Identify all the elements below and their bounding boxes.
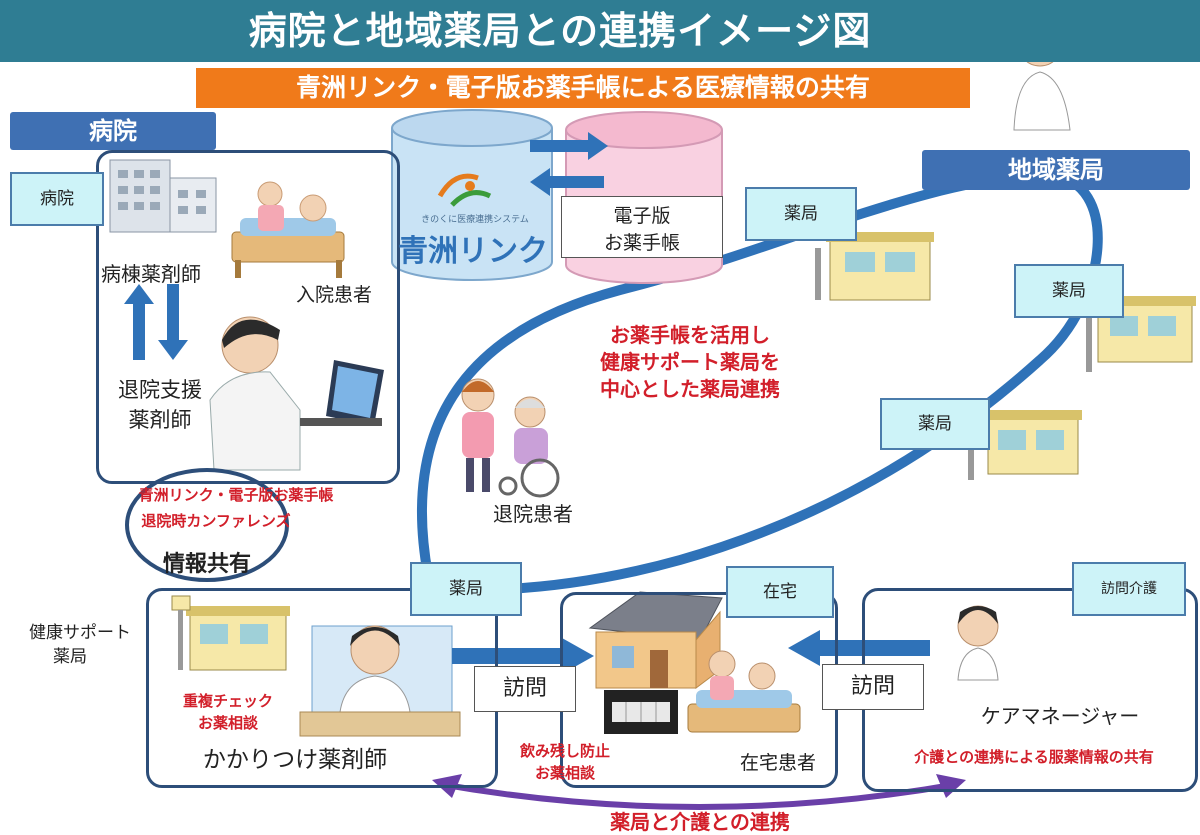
pharmacy-label-3: 薬局	[880, 398, 990, 450]
pharmacy-network-loop	[416, 169, 1103, 595]
leftover-prevention-line2: お薬相談	[534, 764, 595, 782]
pharmacy-building-1	[815, 232, 934, 301]
discharged-patient-label: 退院患者	[493, 502, 573, 526]
pharmacy-label-2: 薬局	[1014, 264, 1124, 318]
info-share-line1: 青洲リンク・電子版お薬手帳	[138, 486, 334, 504]
ward-pharmacist-label: 病棟薬剤師	[101, 262, 201, 286]
care-sharing-label: 介護との連携による服薬情報の共有	[914, 748, 1154, 766]
seishu-link-small-text: きのくに医療連携システム	[421, 215, 529, 225]
home-patient-label: 在宅患者	[739, 752, 816, 774]
e-notebook-line2: お薬手帳	[603, 232, 680, 254]
leftover-prevention-line1: 飲み残し防止	[519, 742, 610, 760]
info-share-ring	[125, 468, 289, 582]
family-pharmacist-label: かかりつけ薬剤師	[202, 747, 388, 773]
center-message: お薬手帳を活用し 健康サポート薬局を 中心とした薬局連携	[560, 322, 820, 403]
seishu-link-logo-text: 青洲リンク	[398, 234, 548, 269]
hospital-frame	[96, 150, 400, 484]
hospital-header: 病院	[10, 112, 216, 150]
page-title: 病院と地域薬局との連携イメージ図	[248, 9, 872, 53]
discharge-pharmacist-label-line2: 薬剤師	[128, 408, 192, 432]
health-support-label-line1: 健康サポート	[29, 623, 131, 643]
care-visit-label: 訪問	[822, 664, 924, 710]
care-manager-label: ケアマネージャー	[980, 704, 1140, 728]
pill-case-illustration	[604, 690, 678, 734]
seishu-link-database	[391, 109, 553, 281]
discharged-patient-illustration	[461, 378, 560, 498]
health-support-pharmacy-tag: 薬局	[410, 562, 522, 616]
home-house-illustration	[588, 591, 723, 689]
health-support-label-line2: 薬局	[53, 647, 87, 667]
care-tag: 訪問介護	[1072, 562, 1186, 616]
subtitle-banner: 青洲リンク・電子版お薬手帳による医療情報の共有	[196, 68, 970, 108]
pharmacist-exchange-arrows	[124, 284, 188, 360]
community-pharmacy-header: 地域薬局	[922, 150, 1190, 190]
pharmacy-building-3	[968, 410, 1082, 480]
e-notebook-label: 電子版 お薬手帳	[561, 196, 723, 258]
hospital-building-illustration	[109, 159, 217, 233]
discharge-pharmacist-illustration	[209, 316, 384, 471]
seishu-logo-mark	[437, 173, 492, 207]
care-manager-illustration	[957, 605, 999, 681]
family-pharmacist-illustration	[299, 625, 461, 737]
e-notebook-line1: 電子版	[613, 205, 671, 227]
inpatient-bed-illustration	[231, 181, 345, 278]
duplicate-check-line1: 重複チェック	[182, 692, 273, 710]
center-message-line2: 健康サポート薬局を	[600, 350, 780, 374]
pharmacy-label-1: 薬局	[745, 187, 857, 241]
hospital-building-label: 病院	[10, 172, 104, 226]
pharmacy-care-link-arrow	[432, 774, 966, 810]
info-share-label: 情報共有	[162, 552, 251, 577]
visit-arrow-to-home	[452, 638, 594, 674]
home-visit-label: 訪問	[474, 666, 576, 712]
home-tag: 在宅	[726, 566, 834, 618]
duplicate-check-line2: お薬相談	[197, 714, 258, 732]
home-patient-illustration	[687, 650, 801, 733]
title-bar	[0, 0, 1200, 62]
inpatient-label: 入院患者	[295, 284, 372, 306]
health-support-pharmacy-building	[171, 595, 290, 671]
info-share-line2: 退院時カンファレンズ	[141, 512, 291, 530]
center-message-line1: お薬手帳を活用し	[610, 323, 770, 347]
visit-arrow-from-care	[788, 630, 930, 666]
center-message-line3: 中心とした薬局連携	[600, 377, 780, 401]
discharge-pharmacist-label-line1: 退院支援	[118, 378, 202, 402]
exchange-arrows	[530, 132, 608, 196]
pharmacy-care-link-label: 薬局と介護との連携	[610, 810, 790, 834]
